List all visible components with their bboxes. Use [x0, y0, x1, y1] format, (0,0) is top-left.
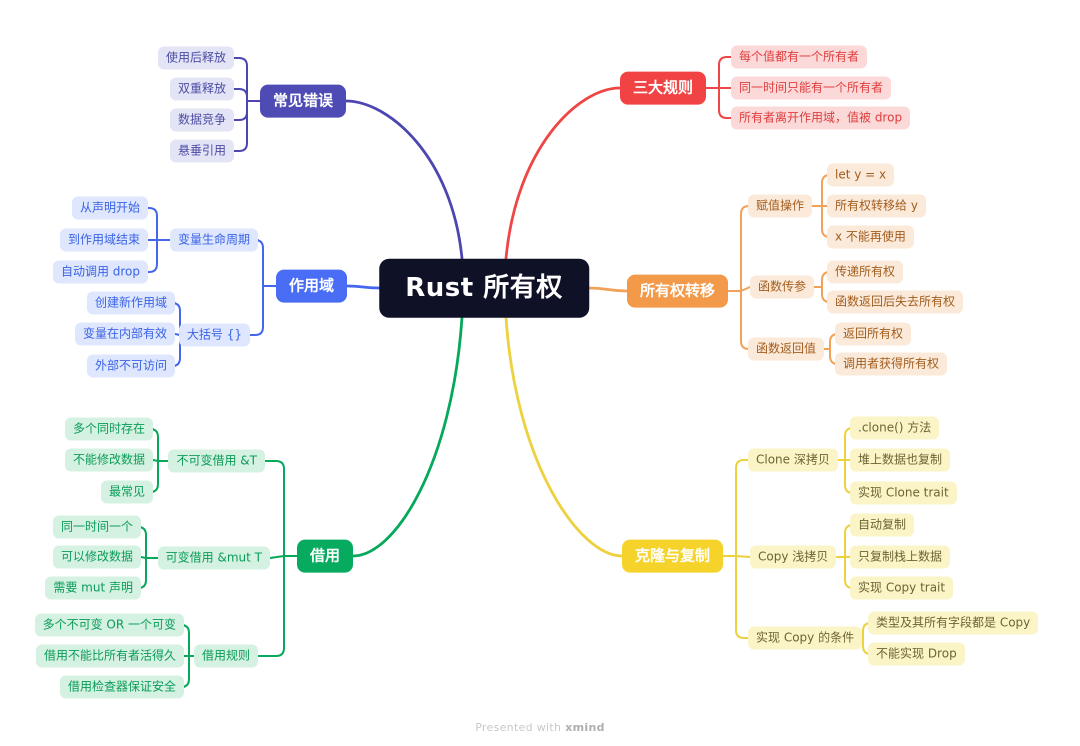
subtopic-scope[interactable]: 变量生命周期 [169, 228, 258, 252]
subtopic-scope[interactable]: 大括号 {} [178, 323, 250, 347]
subtopic-clone-copy[interactable]: .clone() 方法 [850, 416, 940, 440]
xmind-brand: xmind [565, 721, 605, 734]
connector [233, 57, 248, 102]
subtopic-scope[interactable]: 变量在内部有效 [74, 322, 175, 346]
subtopic-borrowing[interactable]: 需要 mut 声明 [45, 576, 141, 600]
subtopic-ownership-transfer[interactable]: 调用者获得所有权 [835, 352, 948, 376]
subtopic-three-rules[interactable]: 所有者离开作用域，值被 drop [731, 106, 911, 130]
connector [735, 555, 751, 558]
connector [718, 56, 732, 89]
subtopic-ownership-transfer[interactable]: 函数传参 [750, 275, 815, 299]
branch-topic-three-rules[interactable]: 三大规则 [620, 71, 707, 105]
branch-topic-ownership-transfer[interactable]: 所有权转移 [627, 274, 729, 308]
subtopic-ownership-transfer[interactable]: x 不能再使用 [827, 225, 914, 249]
subtopic-clone-copy[interactable]: 自动复制 [850, 513, 915, 537]
subtopic-scope[interactable]: 自动调用 drop [52, 260, 148, 284]
subtopic-borrowing[interactable]: 同一时间一个 [52, 515, 141, 539]
connector [233, 88, 248, 102]
branch-topic-scope[interactable]: 作用域 [275, 269, 347, 303]
connector [344, 99, 464, 260]
subtopic-clone-copy[interactable]: 实现 Clone trait [850, 481, 957, 505]
subtopic-ownership-transfer[interactable]: 返回所有权 [835, 322, 912, 346]
connector [740, 286, 751, 292]
connector [257, 555, 285, 657]
subtopic-scope[interactable]: 从声明开始 [71, 196, 148, 220]
subtopic-clone-copy[interactable]: Clone 深拷贝 [748, 448, 838, 472]
subtopic-clone-copy[interactable]: 不能实现 Drop [868, 642, 965, 666]
subtopic-borrowing[interactable]: 多个同时存在 [64, 417, 153, 441]
subtopic-clone-copy[interactable]: Copy 浅拷贝 [750, 545, 837, 569]
connector [587, 286, 629, 293]
connector [718, 87, 732, 119]
connector [249, 285, 264, 336]
subtopic-ownership-transfer[interactable]: 传递所有权 [827, 260, 904, 284]
subtopic-borrowing[interactable]: 不可变借用 &T [168, 449, 265, 473]
subtopic-clone-copy[interactable]: 实现 Copy 的条件 [748, 626, 863, 650]
subtopic-borrowing[interactable]: 借用检查器保证安全 [59, 675, 184, 699]
branch-topic-clone-copy[interactable]: 克隆与复制 [622, 539, 724, 573]
subtopic-clone-copy[interactable]: 只复制栈上数据 [850, 545, 951, 569]
subtopic-scope[interactable]: 创建新作用域 [86, 291, 175, 315]
connector [735, 459, 749, 557]
connector [233, 100, 248, 152]
subtopic-borrowing[interactable]: 可变借用 &mut T [157, 546, 270, 570]
branch-topic-borrowing[interactable]: 借用 [296, 539, 353, 573]
subtopic-scope[interactable]: 到作用域结束 [59, 228, 148, 252]
subtopic-scope[interactable]: 外部不可访问 [86, 354, 175, 378]
subtopic-three-rules[interactable]: 同一时间只能有一个所有者 [731, 76, 892, 100]
subtopic-ownership-transfer[interactable]: 赋值操作 [748, 194, 813, 218]
subtopic-ownership-transfer[interactable]: 函数返回值 [748, 337, 825, 361]
subtopic-borrowing[interactable]: 最常见 [100, 480, 153, 504]
watermark-text: Presented with [475, 721, 562, 734]
connector [351, 316, 464, 558]
connector [504, 86, 622, 260]
subtopic-common-mistakes[interactable]: 双重释放 [169, 77, 234, 101]
subtopic-borrowing[interactable]: 不能修改数据 [64, 448, 153, 472]
connector [233, 100, 248, 121]
subtopic-common-mistakes[interactable]: 悬垂引用 [169, 139, 234, 163]
subtopic-common-mistakes[interactable]: 数据竞争 [169, 108, 234, 132]
subtopic-clone-copy[interactable]: 实现 Copy trait [850, 576, 954, 600]
subtopic-clone-copy[interactable]: 堆上数据也复制 [850, 448, 951, 472]
subtopic-three-rules[interactable]: 每个值都有一个所有者 [731, 45, 868, 69]
connector [269, 555, 285, 559]
subtopic-borrowing[interactable]: 多个不可变 OR 一个可变 [34, 613, 184, 637]
subtopic-ownership-transfer[interactable]: 函数返回后失去所有权 [827, 290, 964, 314]
subtopic-ownership-transfer[interactable]: let y = x [827, 163, 895, 187]
subtopic-common-mistakes[interactable]: 使用后释放 [157, 46, 234, 70]
central-topic[interactable]: Rust 所有权 [379, 258, 589, 318]
subtopic-borrowing[interactable]: 借用不能比所有者活得久 [35, 644, 184, 668]
connector [735, 555, 749, 639]
connector [504, 316, 624, 558]
connector [345, 284, 381, 290]
connector [147, 207, 158, 241]
subtopic-borrowing[interactable]: 借用规则 [193, 644, 258, 668]
branch-topic-common-mistakes[interactable]: 常见错误 [259, 84, 346, 118]
subtopic-borrowing[interactable]: 可以修改数据 [52, 545, 141, 569]
subtopic-clone-copy[interactable]: 类型及其所有字段都是 Copy [868, 611, 1039, 635]
subtopic-ownership-transfer[interactable]: 所有权转移给 y [827, 194, 926, 218]
connector [147, 239, 158, 273]
connector [740, 205, 750, 292]
connector [264, 460, 285, 557]
